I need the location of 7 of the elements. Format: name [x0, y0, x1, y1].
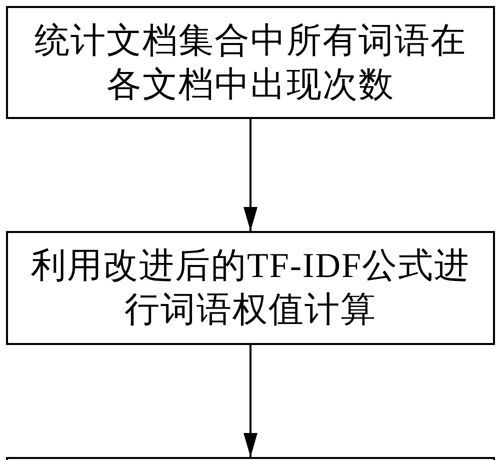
arrow	[244, 345, 258, 457]
process-box	[6, 6, 495, 119]
step-text: 利用改进后的TF-IDF公式进行词语权值计算	[30, 245, 471, 331]
process-box	[6, 231, 495, 345]
step-text: 统计文档集合中所有词语在各文档中出现次数	[34, 20, 468, 106]
arrow	[244, 119, 258, 231]
process-box	[6, 457, 495, 460]
